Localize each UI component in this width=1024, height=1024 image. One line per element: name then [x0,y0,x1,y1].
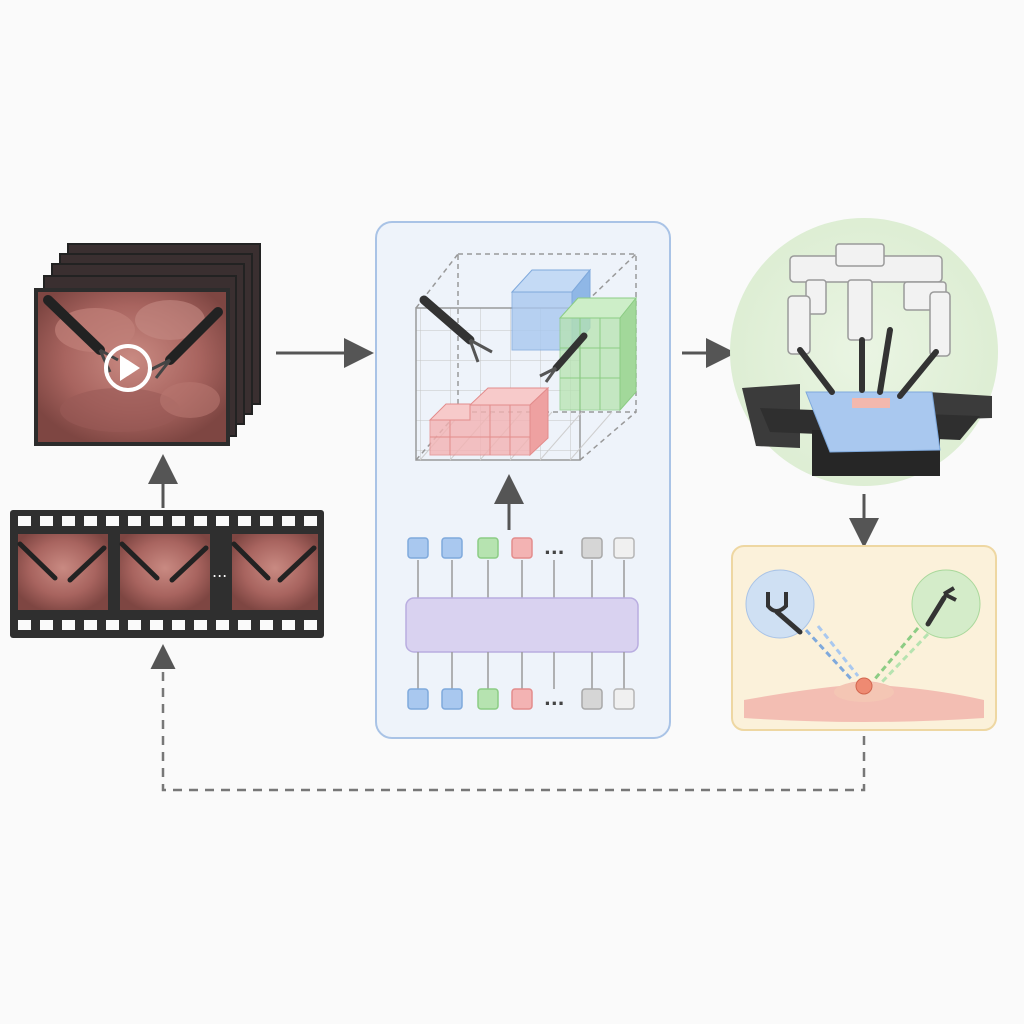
surgical-robot [730,218,998,486]
token-green [477,537,499,559]
operating-table [742,384,992,476]
voxel-block-green [558,296,638,412]
film-sprocket-hole [194,516,207,526]
film-sprocket-hole [304,516,317,526]
token-gray [581,688,603,710]
token-ellipsis: ... [544,538,565,559]
token-blue [407,537,429,559]
token-connectors-top [417,560,625,598]
film-sprocket-hole [128,516,141,526]
film-sprocket-hole [128,620,141,630]
voxel-block-red [428,386,550,457]
feedback-loop-arrow [150,644,866,792]
film-frame [17,534,108,610]
input-token-row: ... [407,537,635,559]
film-sprockets-top [18,516,317,526]
token-green [477,688,499,710]
film-ellipsis: ... [212,562,227,581]
film-sprocket-hole [106,516,119,526]
play-icon[interactable] [104,344,152,392]
film-sprocket-hole [18,516,31,526]
film-sprockets-bottom [18,620,317,630]
film-sprocket-hole [304,620,317,630]
film-sprocket-hole [216,620,229,630]
token-light [613,688,635,710]
token-blue [407,688,429,710]
token-light [613,537,635,559]
film-sprocket-hole [84,620,97,630]
film-sprocket-hole [282,620,295,630]
output-token-row: ... [407,688,635,710]
film-sprocket-hole [238,516,251,526]
token-red [511,537,533,559]
film-sprocket-hole [260,620,273,630]
film-sprocket-hole [260,516,273,526]
surgical-gripper-icon [745,569,815,639]
film-strip: ... [10,510,324,638]
film-sprocket-hole [40,516,53,526]
film-sprocket-hole [40,620,53,630]
film-sprocket-hole [18,620,31,630]
film-sprocket-hole [172,620,185,630]
endoscopic-video-frame [38,292,226,442]
film-sprocket-hole [150,516,163,526]
token-blue [441,537,463,559]
film-sprocket-hole [62,620,75,630]
film-sprocket-hole [238,620,251,630]
film-sprocket-hole [62,516,75,526]
film-sprocket-hole [194,620,207,630]
film-sprocket-hole [106,620,119,630]
token-ellipsis: ... [544,689,565,710]
film-sprocket-hole [150,620,163,630]
interaction-result-panel [731,545,997,731]
surgical-gripper-icon [911,569,981,639]
surgical-gripper-icon [419,295,493,363]
film-sprocket-hole [84,516,97,526]
film-sprocket-hole [282,516,295,526]
target-point [855,677,873,695]
voxel-grid-cube [415,253,638,461]
robot-arm-icon [787,243,951,357]
token-red [511,688,533,710]
token-connectors-bottom [417,652,625,689]
token-gray [581,537,603,559]
world-model-panel: ... ... [375,221,671,739]
film-sprocket-hole [172,516,185,526]
transformer-block [405,597,639,653]
film-sprocket-hole [216,516,229,526]
film-frame [231,534,318,610]
token-blue [441,688,463,710]
surgical-gripper-icon [539,332,588,383]
film-frame [119,534,210,610]
video-frame-stack [34,243,261,446]
